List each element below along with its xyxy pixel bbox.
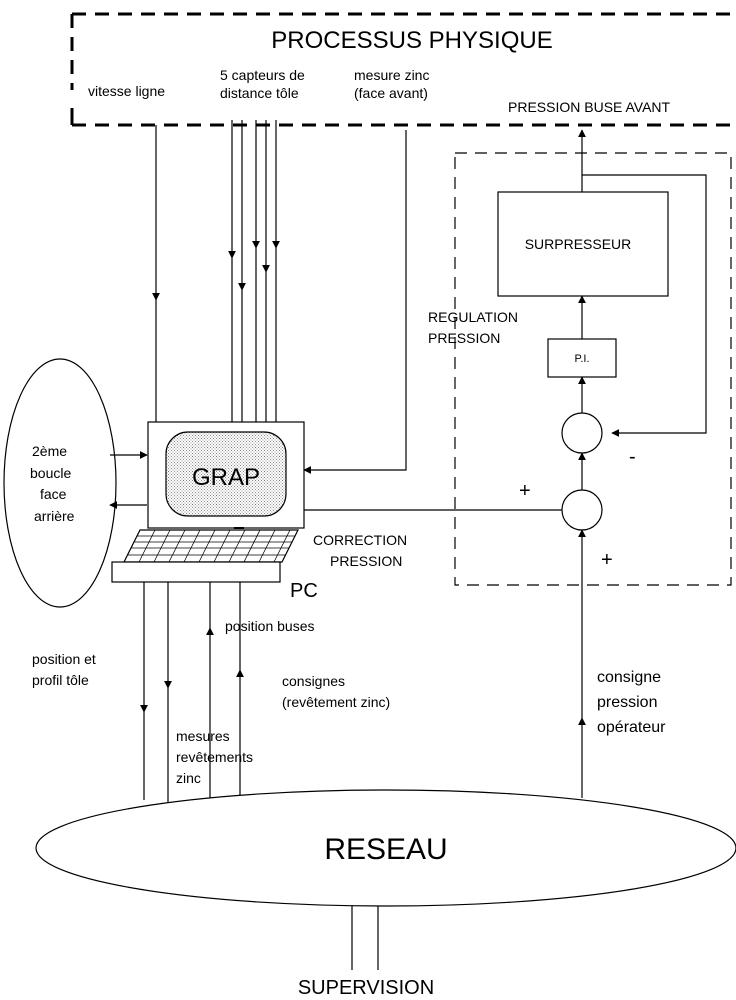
plus-sign-bottom: + [601, 549, 613, 571]
capteurs-label-2: distance tôle [220, 85, 299, 101]
pc-computer [111, 421, 305, 583]
correction-label-1: CORRECTION [313, 532, 407, 548]
consignes-label-2: (revêtement zinc) [282, 694, 390, 710]
summing-junction-correction [561, 489, 603, 531]
zinc-label-2: (face avant) [354, 85, 428, 101]
zinc-measure-arrow [303, 130, 407, 474]
loop-label-4: arrière [34, 508, 75, 524]
mesures-label-2: revêtements [176, 749, 253, 765]
consigne-operateur-label-3: opérateur [597, 719, 666, 736]
loop-label-2: boucle [30, 465, 71, 481]
processus-physique-box [70, 12, 736, 127]
consigne-operateur-label-2: pression [597, 694, 657, 711]
pressure-feedback-line [582, 174, 707, 437]
consignes-label-1: consignes [282, 673, 345, 689]
consigne-operateur-label-1: consigne [597, 669, 661, 686]
supervision-label: SUPERVISION [298, 977, 434, 999]
processus-title: PROCESSUS PHYSIQUE [271, 27, 552, 54]
mesures-label-3: zinc [176, 770, 201, 786]
minus-sign: - [629, 446, 636, 468]
loop-label-3: face [40, 486, 67, 502]
pc-screen [165, 431, 287, 517]
surpresseur-box [497, 191, 669, 297]
zinc-label-1: mesure zinc [354, 67, 429, 83]
reseau-label: RESEAU [324, 833, 447, 866]
pc-network-arrows [140, 582, 244, 802]
capteurs-arrows [228, 120, 280, 422]
capteurs-label-1: 5 capteurs de [220, 67, 305, 83]
vitesse-label: vitesse ligne [88, 83, 165, 99]
grap-label: GRAP [192, 464, 260, 491]
correction-label-2: PRESSION [330, 553, 402, 569]
pc-label: PC [290, 580, 318, 602]
position-profil-label-1: position et [32, 651, 96, 667]
position-buses-label: position buses [225, 618, 315, 634]
reseau-ellipse [35, 789, 736, 907]
mesures-label-1: mesures [176, 728, 230, 744]
pc-keyboard [123, 529, 299, 563]
position-profil-label-2: profil tôle [32, 672, 89, 688]
regulation-label-2: PRESSION [428, 330, 500, 346]
plus-sign-left: + [519, 480, 531, 502]
regulation-box [454, 152, 732, 586]
summing-junction-feedback [561, 412, 603, 454]
surpresseur-label: SURPRESSEUR [525, 236, 632, 252]
second-loop-ellipse [3, 358, 117, 608]
regulation-label-1: REGULATION [428, 309, 518, 325]
pc-base [111, 561, 281, 583]
pression-buse-label: PRESSION BUSE AVANT [508, 99, 671, 115]
pi-label: P.I. [574, 353, 589, 365]
loop-label-1: 2ème [32, 443, 67, 459]
